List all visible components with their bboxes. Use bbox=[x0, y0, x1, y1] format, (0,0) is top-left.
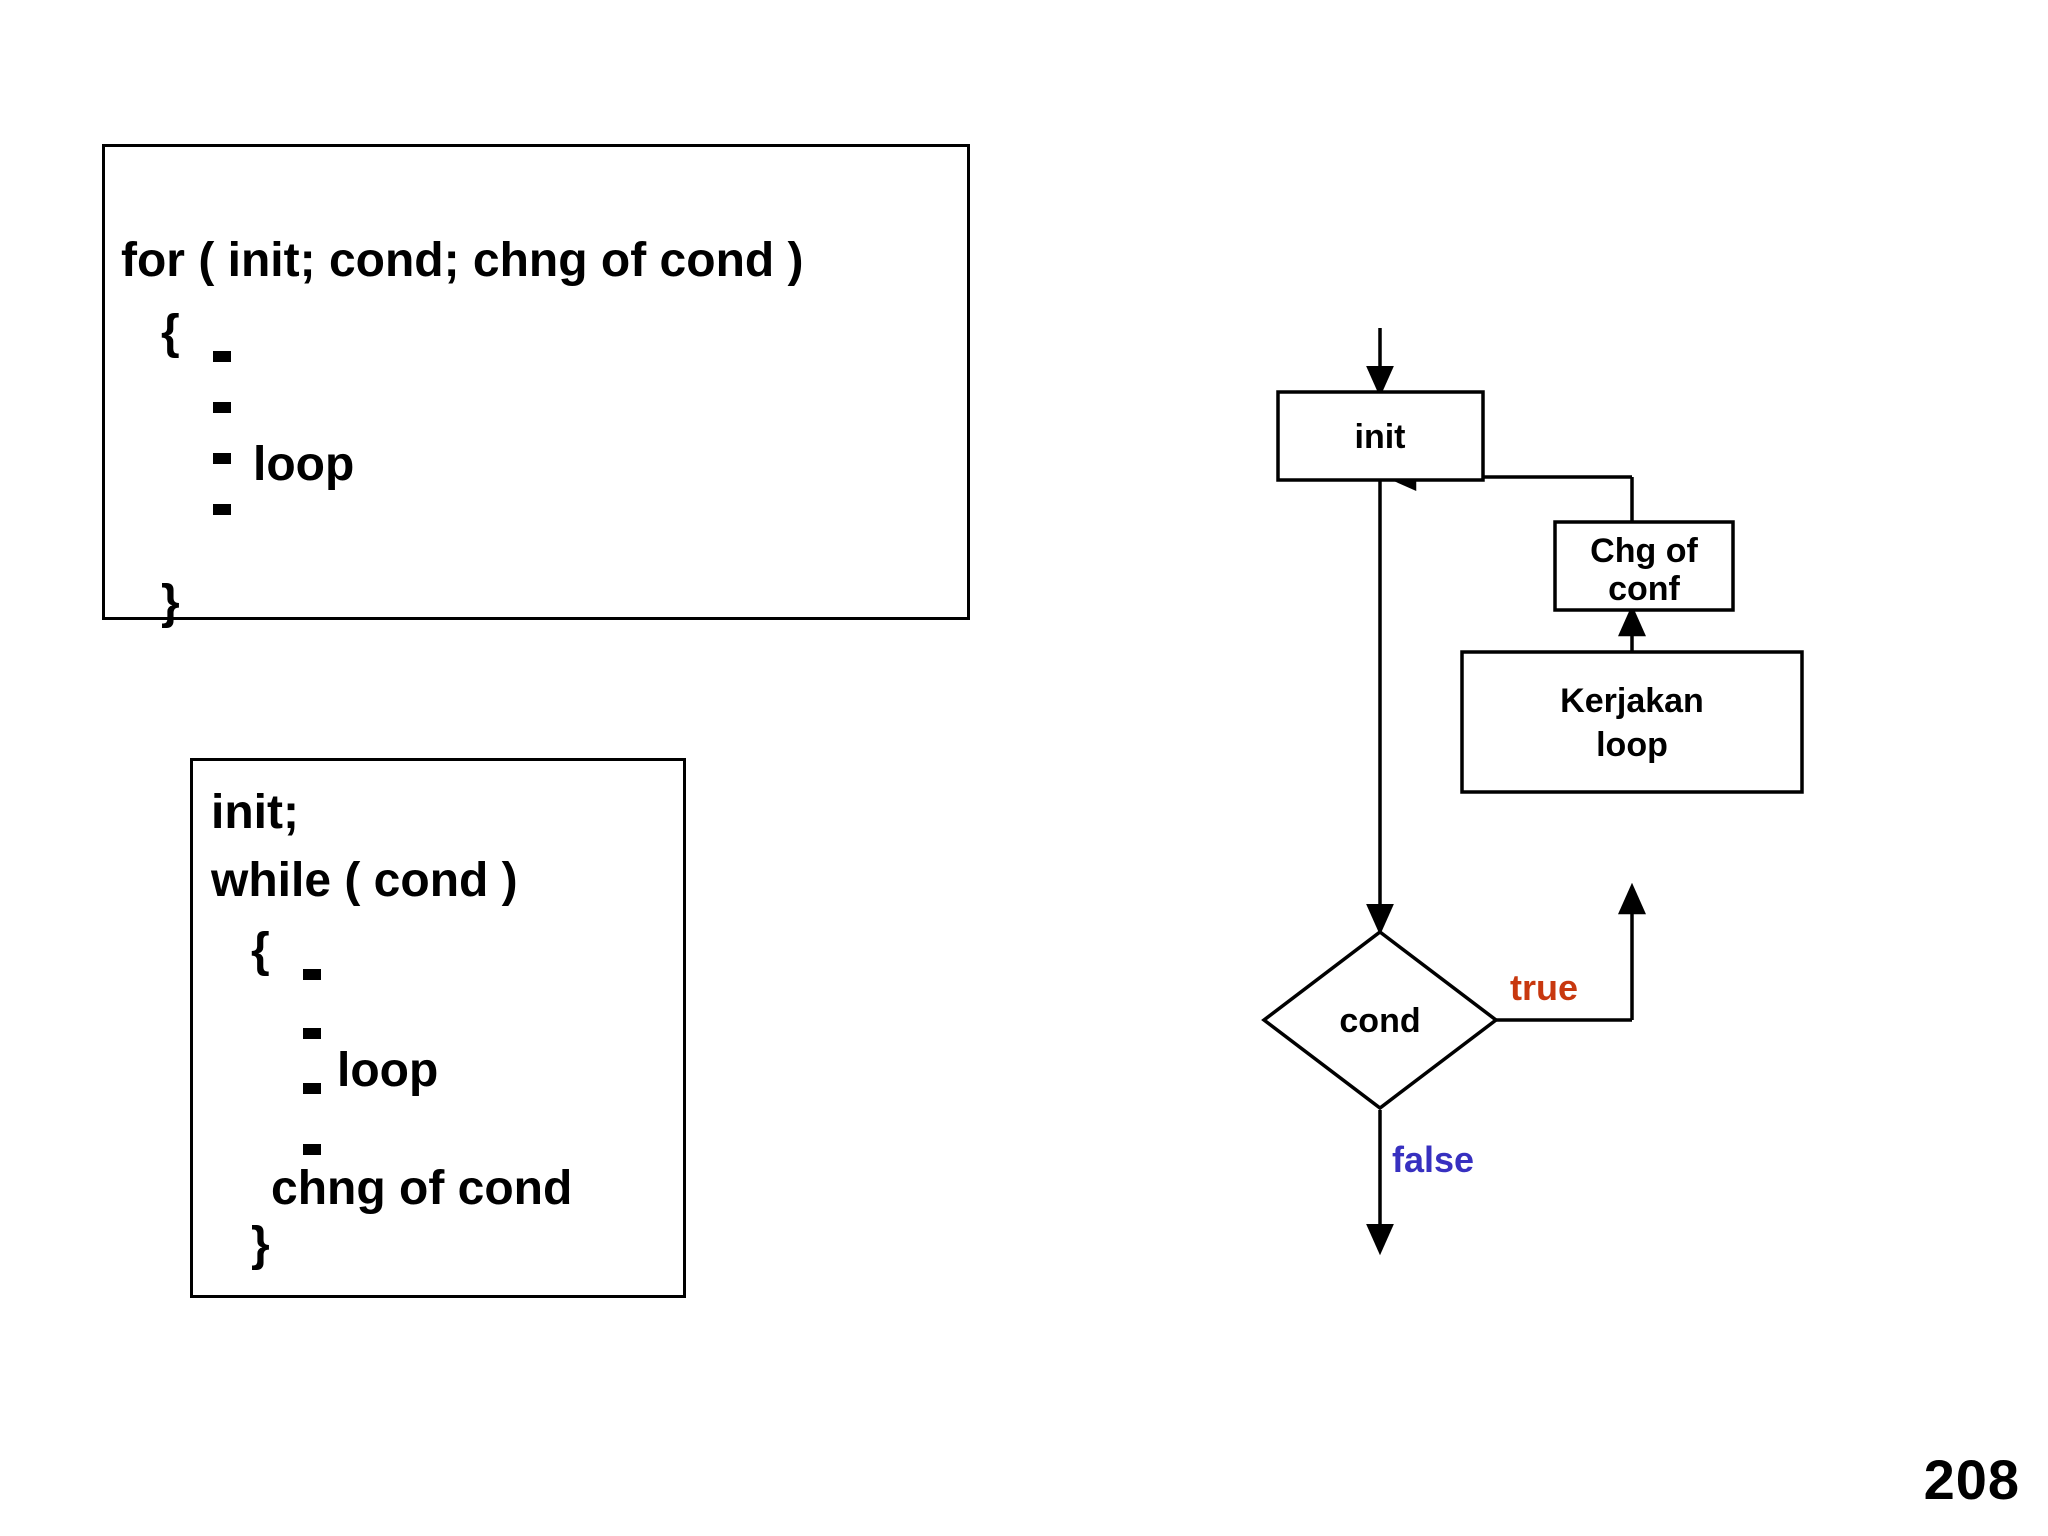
for-loop-dash-column bbox=[213, 351, 231, 515]
init-node-label: init bbox=[1355, 418, 1406, 456]
while-loop-close-brace: } bbox=[251, 1218, 270, 1271]
for-loop-header-line: for ( init; cond; chng of cond ) bbox=[121, 234, 804, 287]
dash-mark bbox=[213, 402, 231, 413]
chg-of-conf-node-label-line1: Chg of bbox=[1590, 532, 1698, 570]
for-loop-close-brace: } bbox=[161, 576, 180, 629]
while-loop-change-line: chng of cond bbox=[271, 1162, 573, 1215]
dash-mark bbox=[213, 351, 231, 362]
dash-mark bbox=[303, 1144, 321, 1155]
for-loop-code-box: for ( init; cond; chng of cond ) { loop … bbox=[102, 144, 970, 629]
flowchart-node-kerjakan-loop[interactable]: Kerjakan loop bbox=[1460, 650, 1804, 794]
kerjakan-loop-node-label-line1: Kerjakan bbox=[1560, 682, 1704, 720]
while-loop-dash-column-lower bbox=[303, 1083, 321, 1155]
while-loop-dash-column-upper bbox=[303, 969, 321, 1039]
for-loop-body-label: loop bbox=[253, 438, 355, 491]
dash-mark bbox=[303, 1083, 321, 1094]
dash-mark bbox=[303, 969, 321, 980]
dash-mark bbox=[303, 1028, 321, 1039]
flowchart-node-chg-of-conf[interactable]: Chg of conf bbox=[1553, 520, 1735, 612]
while-loop-body-label: loop bbox=[337, 1044, 439, 1097]
edge-label-true: true bbox=[1510, 967, 1578, 1008]
while-loop-init-line: init; bbox=[211, 786, 299, 839]
flowchart-node-init[interactable]: init bbox=[1276, 390, 1485, 482]
edge-label-false: false bbox=[1392, 1139, 1474, 1180]
page-number: 208 bbox=[1923, 1448, 2020, 1511]
flowchart-node-cond[interactable]: cond bbox=[1261, 929, 1499, 1111]
kerjakan-loop-node-label-line2: loop bbox=[1596, 726, 1668, 764]
dash-mark bbox=[213, 504, 231, 515]
dash-mark bbox=[213, 453, 231, 464]
while-loop-header-line: while ( cond ) bbox=[211, 854, 518, 907]
cond-node-label: cond bbox=[1339, 1002, 1420, 1040]
for-loop-open-brace: { bbox=[161, 306, 180, 359]
for-loop-flowchart: init Chg of conf Kerjakan loop cond true bbox=[1200, 300, 1920, 1320]
cond-node-shape bbox=[1261, 929, 1499, 1111]
chg-of-conf-node-shape bbox=[1553, 520, 1735, 612]
while-loop-code-box: init; while ( cond ) { loop chng of cond… bbox=[190, 758, 686, 1298]
while-loop-open-brace: { bbox=[251, 924, 270, 977]
kerjakan-loop-node-shape bbox=[1460, 650, 1804, 794]
chg-of-conf-node-label-line2: conf bbox=[1608, 570, 1680, 608]
init-node-shape bbox=[1276, 390, 1485, 482]
